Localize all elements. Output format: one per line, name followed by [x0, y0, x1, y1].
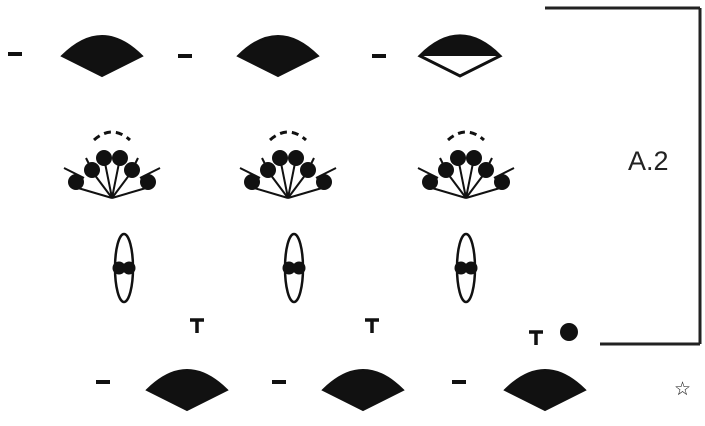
t-bar-icon — [365, 320, 379, 333]
t-bar-icon — [529, 332, 543, 345]
row-bottom-domes — [96, 370, 585, 410]
half-filled-dome-icon — [420, 36, 500, 76]
row-loops — [113, 234, 478, 302]
row-fans — [64, 132, 514, 198]
filled-dome-icon — [323, 370, 403, 410]
ball-and-stick-fan-icon — [64, 132, 160, 198]
bracket-label: A.2 — [628, 148, 669, 175]
double-dot-loop-icon — [455, 234, 478, 302]
filled-dome-icon — [238, 36, 318, 76]
row-top-domes — [8, 36, 500, 76]
double-dot-loop-icon — [283, 234, 306, 302]
filled-dome-icon — [505, 370, 585, 410]
star-icon: ☆ — [674, 380, 691, 399]
ball-and-stick-fan-icon — [240, 132, 336, 198]
t-bar-icon — [190, 320, 204, 333]
solid-dot-icon — [560, 323, 578, 341]
row-tacks — [190, 320, 578, 345]
ball-and-stick-fan-icon — [418, 132, 514, 198]
filled-dome-icon — [62, 36, 142, 76]
double-dot-loop-icon — [113, 234, 136, 302]
filled-dome-icon — [147, 370, 227, 410]
